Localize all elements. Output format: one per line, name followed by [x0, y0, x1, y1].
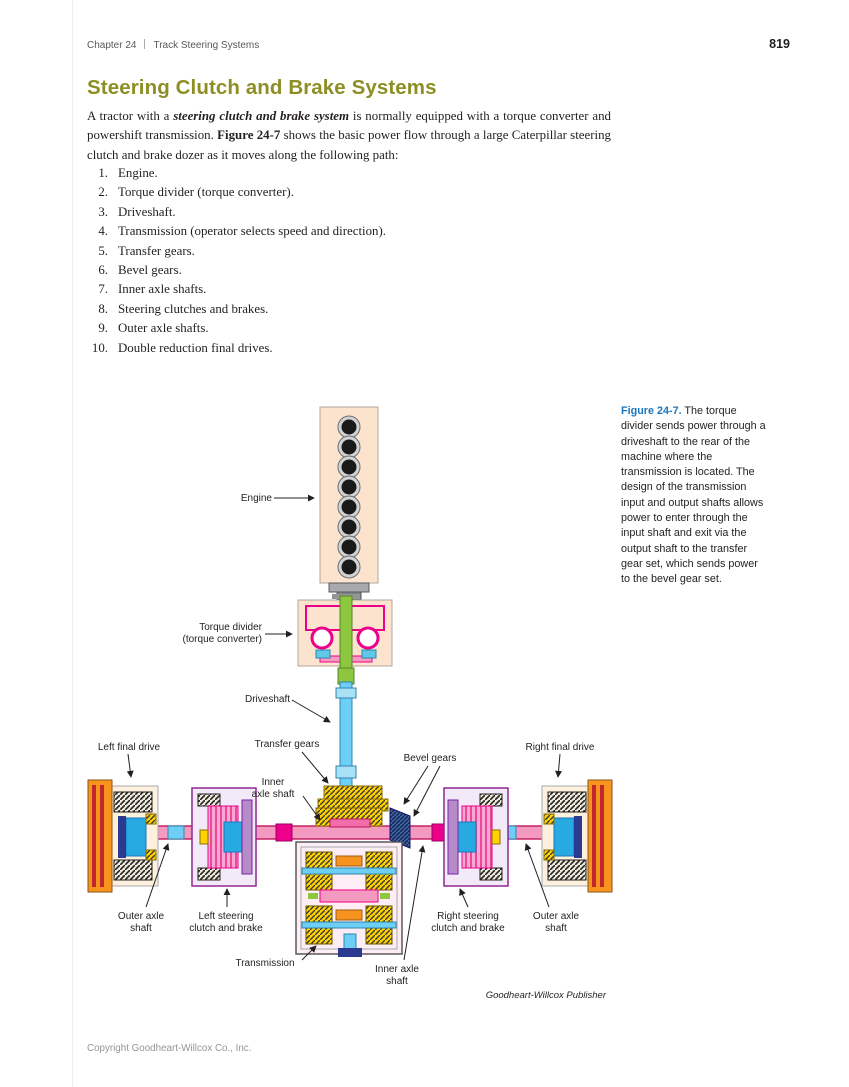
label-engine: Engine	[240, 493, 272, 504]
label-torque-divider-line1: Torque divider	[199, 622, 262, 633]
label-left-steering-clutch: Left steering clutch and brake	[180, 911, 272, 935]
left-final-drive	[87, 779, 159, 893]
label-inner-axle-top-line1: Inner	[261, 777, 285, 788]
label-torque-divider-line2: (torque converter)	[182, 634, 262, 645]
list-item: Steering clutches and brakes.	[118, 301, 269, 316]
label-right-final-drive: Right final drive	[525, 742, 595, 753]
list-item: Bevel gears.	[118, 263, 182, 278]
list-item: Double reduction final drives.	[118, 340, 273, 355]
label-inner-axle-top: Inner axle shaft	[244, 777, 302, 801]
label-inner-axle-bottom: Inner axle shaft	[366, 964, 428, 988]
label-bevel-gears: Bevel gears	[403, 753, 457, 764]
list-item: Outer axle shafts.	[118, 321, 209, 336]
list-item: Engine.	[118, 166, 158, 180]
bevel-gear-shape	[389, 807, 411, 849]
label-outer-axle-right-line1: Outer axle	[532, 911, 580, 922]
transfer-gears-shape	[315, 785, 389, 828]
right-final-drive	[541, 779, 613, 893]
figure-caption-label: Figure 24-7.	[621, 405, 682, 417]
list-item: Transfer gears.	[118, 243, 195, 258]
power-flow-list: Engine. Torque divider (torque converter…	[87, 164, 611, 358]
list-item: Torque divider (torque converter).	[118, 185, 294, 200]
label-torque-divider: Torque divider (torque converter)	[148, 622, 262, 646]
list-item: Transmission (operator selects speed and…	[118, 224, 387, 239]
page-footer: Copyright Goodheart-Willcox Co., Inc.	[87, 1043, 252, 1054]
figure-caption: Figure 24-7. The torque divider sends po…	[621, 404, 767, 588]
label-left-final-drive: Left final drive	[97, 742, 161, 753]
page-header: Chapter 24 Track Steering Systems 819	[87, 37, 790, 51]
chapter-name: Track Steering Systems	[153, 40, 260, 51]
para-text-1: A tractor with a	[87, 109, 174, 123]
label-left-steering-clutch-line2: clutch and brake	[189, 923, 263, 934]
torque-divider	[297, 594, 393, 671]
label-inner-axle-bottom-line1: Inner axle	[375, 964, 419, 975]
label-transfer-gears: Transfer gears	[254, 739, 320, 750]
section-title: Steering Clutch and Brake Systems	[87, 76, 437, 99]
left-steering-clutch	[191, 787, 257, 887]
intro-paragraph: A tractor with a steering clutch and bra…	[87, 107, 611, 165]
right-steering-clutch	[443, 787, 509, 887]
para-text-3: shows the basic power flow through a lar…	[87, 128, 611, 162]
list-item: Driveshaft.	[118, 204, 176, 219]
list-item: Inner axle shafts.	[118, 282, 207, 297]
page-edge-line	[72, 0, 73, 1087]
para-text-2: is normally equipped with a torque conve…	[87, 109, 611, 143]
label-inner-axle-bottom-line2: shaft	[386, 976, 408, 987]
label-right-steering-clutch: Right steering clutch and brake	[422, 911, 514, 935]
label-transmission: Transmission	[235, 958, 295, 969]
page-number: 819	[769, 37, 790, 51]
key-term: steering clutch and brake system	[173, 109, 350, 123]
figure-reference: Figure 24-7	[217, 128, 281, 143]
label-inner-axle-top-line2: axle shaft	[251, 789, 295, 800]
powertrain-diagram	[87, 406, 613, 961]
chapter-number: Chapter 24	[87, 40, 137, 51]
label-outer-axle-left-line1: Outer axle	[117, 911, 165, 922]
label-right-steering-clutch-line2: clutch and brake	[431, 923, 505, 934]
label-outer-axle-right-line2: shaft	[545, 923, 567, 934]
callout-arrows	[126, 494, 563, 961]
label-outer-axle-left: Outer axle shaft	[110, 911, 172, 935]
header-divider	[144, 39, 146, 49]
running-head: Chapter 24 Track Steering Systems	[87, 39, 259, 51]
figure-caption-text: The torque divider sends power through a…	[621, 405, 766, 586]
label-driveshaft: Driveshaft	[244, 694, 290, 705]
transmission-shape	[295, 841, 403, 957]
label-left-steering-clutch-line1: Left steering	[198, 911, 254, 922]
driveshaft-shape	[335, 667, 357, 787]
label-outer-axle-right: Outer axle shaft	[524, 911, 588, 935]
label-outer-axle-left-line2: shaft	[130, 923, 152, 934]
engine-block	[319, 406, 379, 600]
figure-credit: Goodheart-Willcox Publisher	[485, 990, 606, 1001]
label-right-steering-clutch-line1: Right steering	[437, 911, 499, 922]
